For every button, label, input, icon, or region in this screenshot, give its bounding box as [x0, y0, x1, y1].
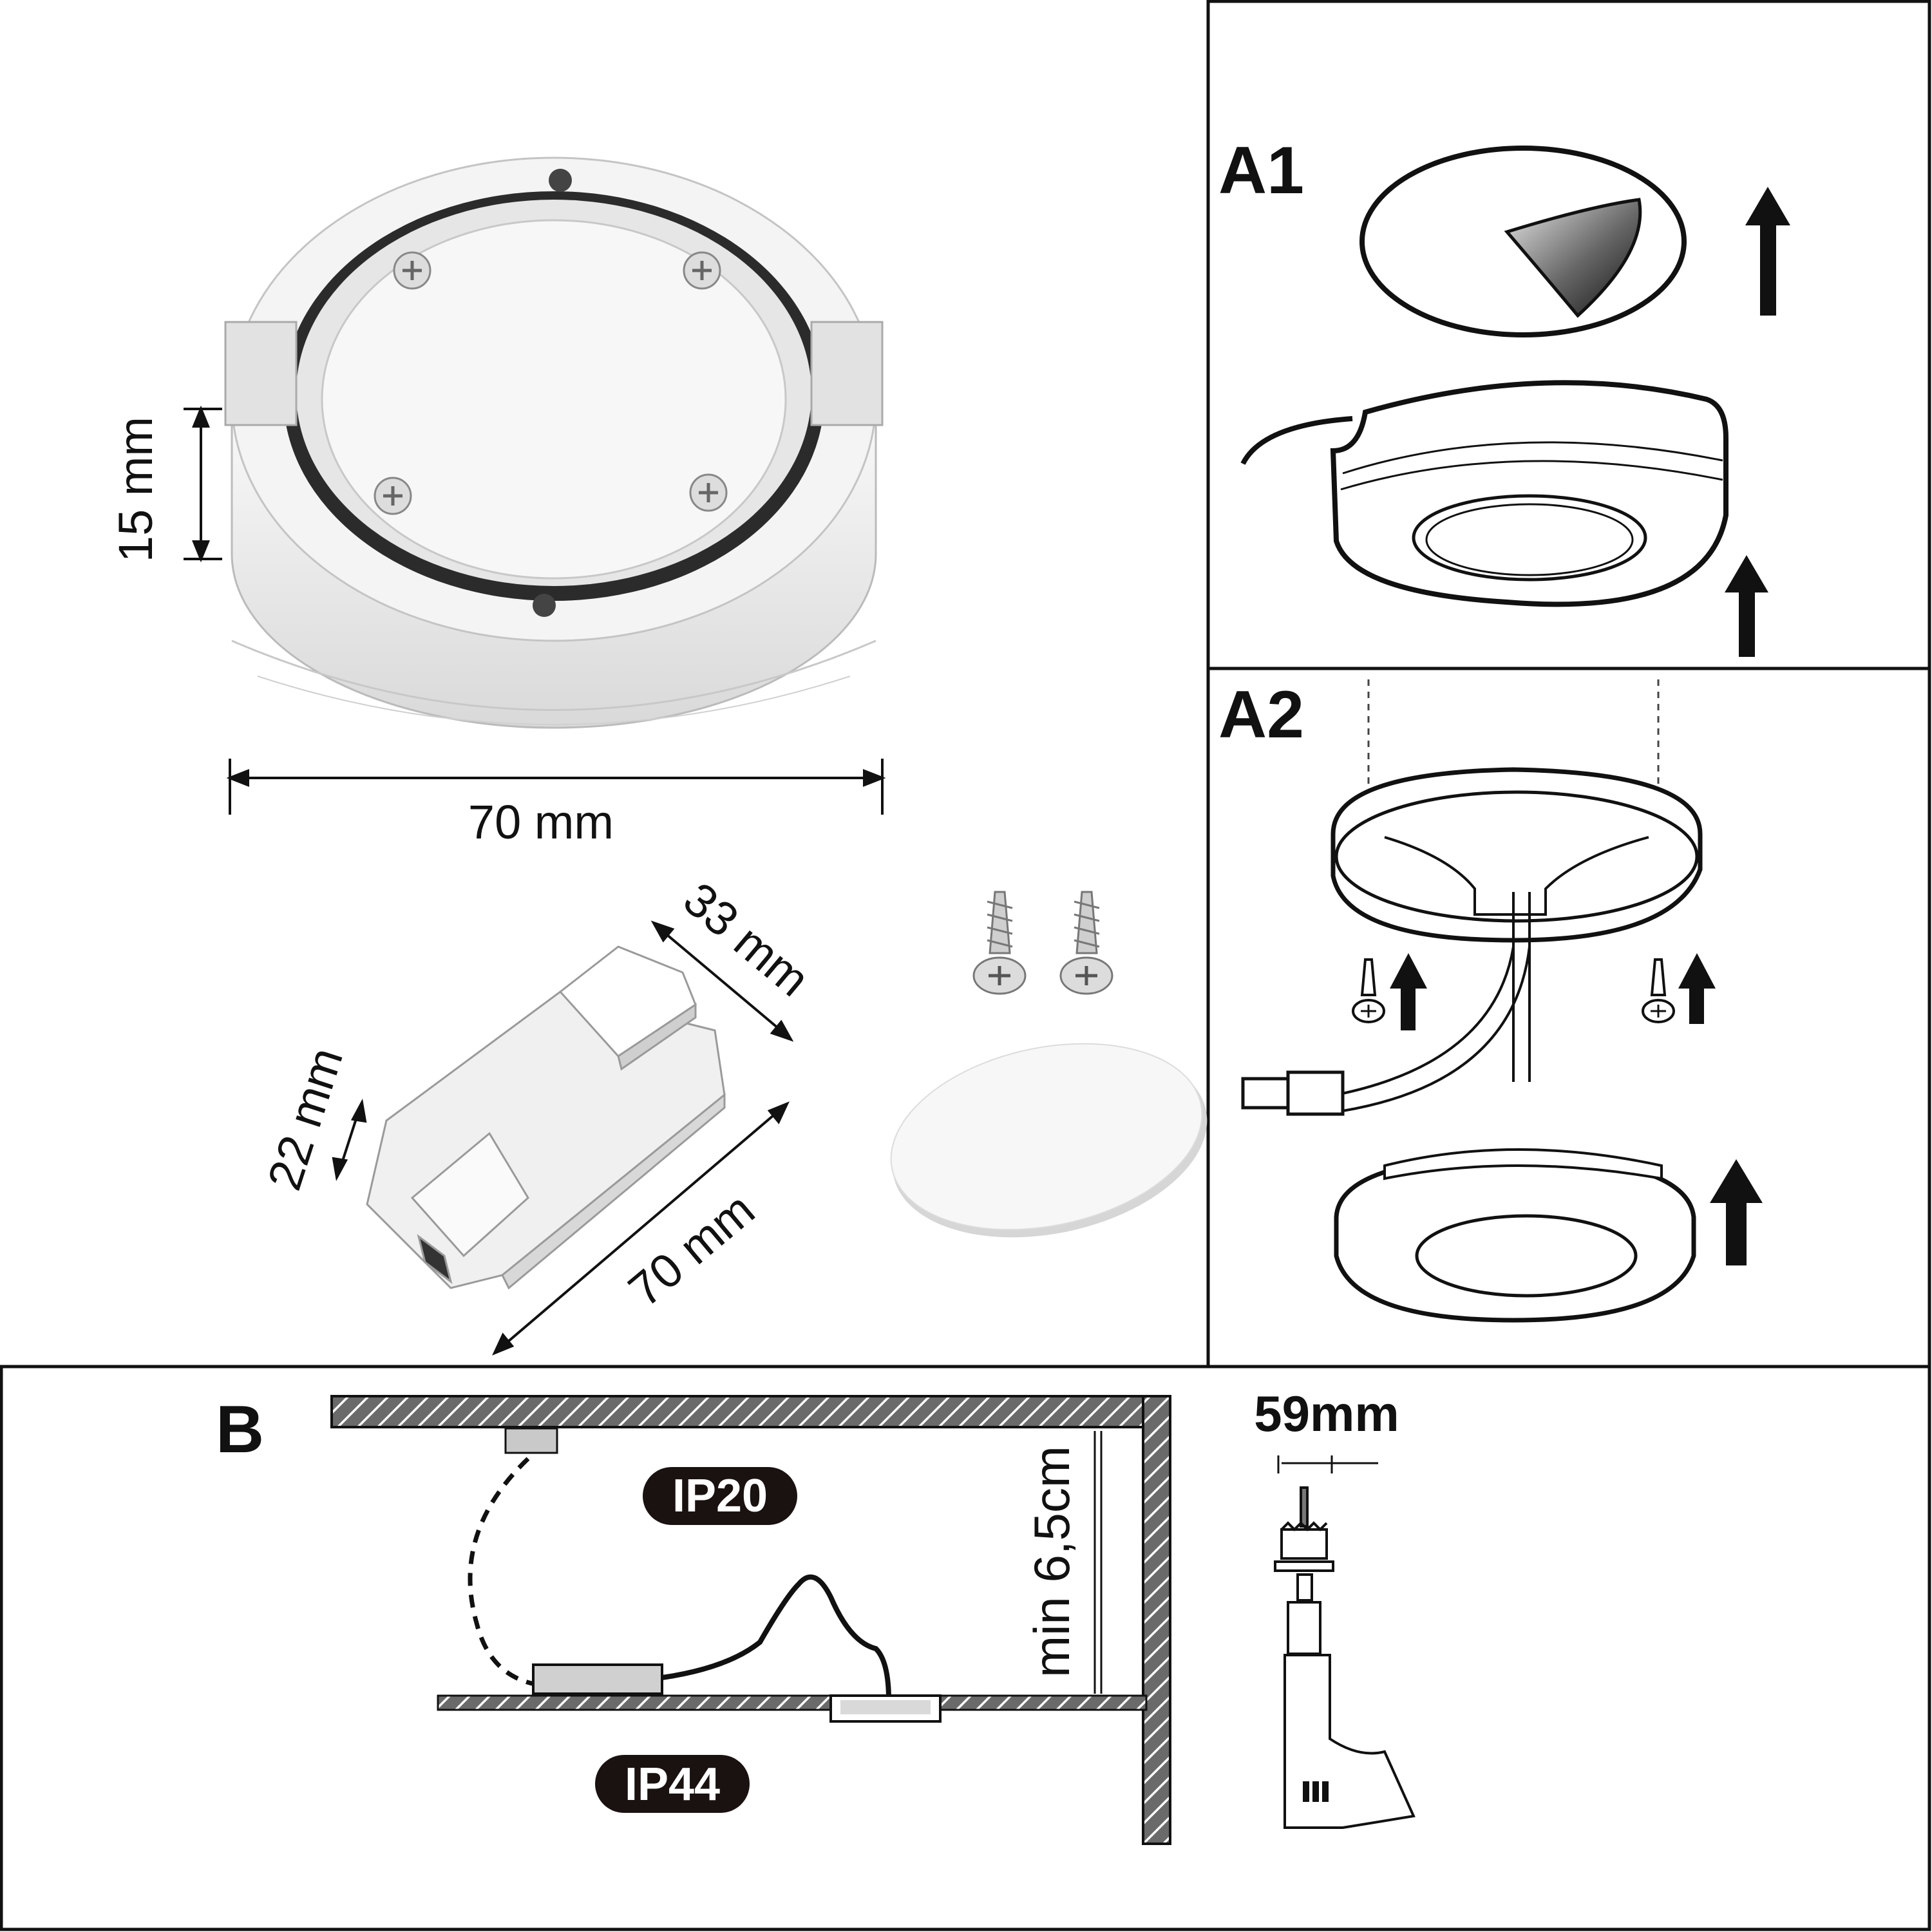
adhesive-pad-icon	[890, 1043, 1208, 1238]
screw-head-icon	[683, 251, 721, 290]
a2-mounting-base	[1331, 767, 1703, 1112]
cabinet-walls	[330, 1395, 1171, 1845]
drill-diameter-dimension	[1277, 1455, 1378, 1473]
hole-saw-drill-icon	[1274, 1486, 1416, 1829]
a1-cover-disc	[1359, 146, 1687, 337]
diameter-label: 70 mm	[468, 795, 614, 849]
a1-light-housing	[1240, 380, 1728, 607]
ip44-badge: IP44	[595, 1755, 750, 1813]
arrow-up-icon	[1725, 555, 1768, 657]
drill-diameter-label: 59mm	[1254, 1385, 1399, 1442]
panel-a1-label: A1	[1218, 133, 1304, 208]
a2-light-housing	[1334, 1148, 1696, 1323]
ip44-label: IP44	[625, 1759, 720, 1810]
arrow-up-icon	[1745, 187, 1790, 316]
driver-length-label: 70 mm	[618, 1182, 764, 1317]
min-clearance-label: min 6,5cm	[1023, 1446, 1080, 1678]
plug-connector-icon	[1241, 1070, 1345, 1116]
driver-height-dimension	[332, 1098, 367, 1182]
driver-illustration	[366, 945, 726, 1290]
panel-a2-label: A2	[1218, 677, 1304, 752]
driver-length-dimension	[492, 1101, 790, 1356]
screw-icon	[1059, 891, 1113, 995]
panel-b-label: B	[216, 1392, 264, 1467]
ceiling-driver-position	[468, 1427, 558, 1687]
puck-light-illustration	[224, 156, 884, 729]
arrow-up-icon	[1678, 953, 1716, 1024]
ip20-badge: IP20	[643, 1467, 797, 1525]
driver-width-label: 33 mm	[674, 872, 820, 1007]
height-label: 15 mm	[109, 417, 162, 562]
screw-head-icon	[374, 477, 412, 515]
height-dimension	[184, 405, 222, 563]
ip20-label: IP20	[672, 1470, 768, 1522]
screw-icon	[1642, 958, 1675, 1023]
driver-box	[532, 1663, 663, 1695]
screw-head-icon	[689, 473, 728, 512]
screw-head-icon	[393, 251, 431, 290]
driver-width-dimension	[650, 920, 794, 1042]
screw-icon	[1352, 958, 1385, 1023]
diameter-dimension	[226, 759, 886, 815]
screw-icon	[972, 891, 1027, 995]
recessed-light-fixture	[829, 1694, 942, 1723]
arrow-up-icon	[1710, 1159, 1763, 1265]
arrow-up-icon	[1390, 953, 1427, 1030]
connection-cable	[661, 1574, 891, 1701]
